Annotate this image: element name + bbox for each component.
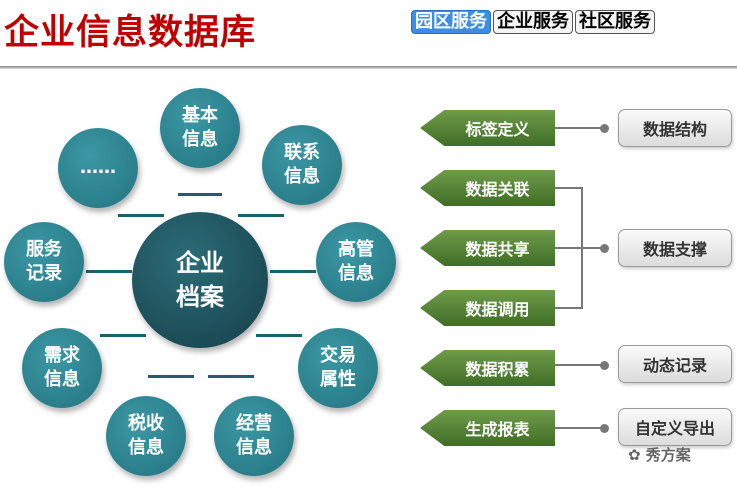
function-data-association: 数据关联 [420, 170, 555, 206]
output-data-support: 数据支撑 [618, 229, 732, 267]
connector [118, 214, 164, 217]
watermark: ✿ 秀方案 [628, 444, 691, 465]
node-contact-info: 联系信息 [262, 125, 342, 205]
node-transaction-attr: 交易属性 [298, 328, 378, 408]
node-label: 联系信息 [284, 142, 320, 187]
tab-park-service[interactable]: 园区服务 [411, 10, 491, 34]
connector-line [555, 127, 605, 129]
connector-line [555, 307, 583, 309]
center-line1: 企业 [176, 249, 224, 277]
connector-line [555, 364, 605, 366]
output-data-structure: 数据结构 [618, 109, 732, 147]
connector [148, 375, 194, 378]
page-title: 企业信息数据库 [4, 13, 257, 53]
tab-bar: 园区服务 企业服务 社区服务 [411, 10, 655, 34]
connector [256, 334, 302, 337]
connector-dot [600, 424, 609, 433]
node-basic-info: 基本信息 [160, 88, 240, 168]
node-demand-info: 需求信息 [22, 328, 102, 408]
function-generate-report: 生成报表 [420, 410, 555, 446]
header-divider [0, 66, 737, 69]
node-label: 经营信息 [236, 413, 272, 458]
node-executive-info: 高管信息 [316, 222, 396, 302]
connector-line [555, 187, 583, 189]
node-label: 税收信息 [128, 413, 164, 458]
node-operation-info: 经营信息 [214, 396, 294, 476]
connector-dot [600, 361, 609, 370]
wechat-icon: ✿ [628, 446, 646, 464]
function-data-accumulation: 数据积累 [420, 350, 555, 386]
connector [100, 334, 146, 337]
tab-community-service[interactable]: 社区服务 [575, 10, 655, 34]
node-label: 基本信息 [182, 105, 218, 150]
connector [86, 270, 132, 273]
connector [178, 193, 222, 196]
connector [270, 270, 316, 273]
function-data-invocation: 数据调用 [420, 290, 555, 326]
node-tax-info: 税收信息 [106, 396, 186, 476]
node-more: …… [58, 128, 138, 208]
connector-line [555, 427, 605, 429]
function-tag-definition: 标签定义 [420, 110, 555, 146]
connector [238, 214, 284, 217]
tab-enterprise-service[interactable]: 企业服务 [493, 10, 573, 34]
output-dynamic-record: 动态记录 [618, 345, 732, 383]
node-label: 高管信息 [338, 239, 374, 284]
node-label: 交易属性 [320, 345, 356, 390]
connector-line [555, 247, 605, 249]
output-custom-export: 自定义导出 [618, 408, 732, 446]
center-node: 企业档案 [132, 212, 268, 348]
node-service-record: 服务记录 [4, 222, 84, 302]
connector-dot [600, 244, 609, 253]
node-label: 需求信息 [44, 345, 80, 390]
watermark-text: 秀方案 [645, 446, 691, 464]
connector-dot [600, 124, 609, 133]
connector [208, 375, 254, 378]
node-label: …… [80, 157, 116, 178]
center-line2: 档案 [176, 283, 224, 311]
function-data-sharing: 数据共享 [420, 230, 555, 266]
node-label: 服务记录 [26, 239, 62, 284]
